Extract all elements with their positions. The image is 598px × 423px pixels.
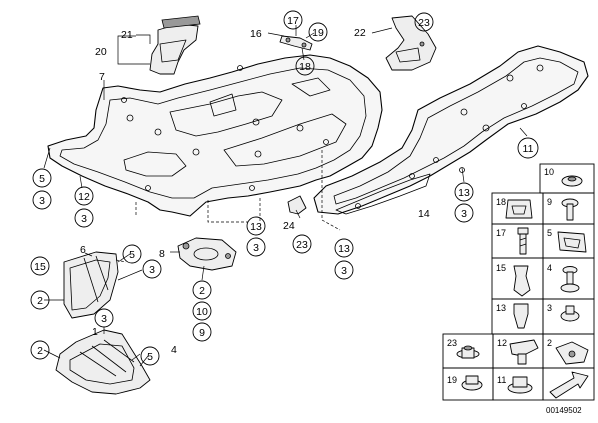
callout-3-under-12: 3 <box>81 213 87 225</box>
arrow-icon <box>549 371 589 399</box>
callout-8: 8 <box>159 248 165 260</box>
callout-13-c: 13 <box>458 187 470 199</box>
underbody-panel-front <box>47 54 383 217</box>
callout-13-b: 13 <box>338 243 350 255</box>
round-bracket-part-8 <box>177 237 237 271</box>
washer-nut-icon <box>561 175 583 187</box>
air-duct-part <box>149 15 201 75</box>
side-duct-part <box>63 251 119 319</box>
reference-number: 00149502 <box>546 406 582 415</box>
callout-5-left: 5 <box>39 173 45 185</box>
legend-9: 9 <box>547 197 552 207</box>
callout-18: 18 <box>299 61 311 73</box>
legend-23: 23 <box>447 338 457 348</box>
callout-6: 6 <box>80 244 86 256</box>
callout-7: 7 <box>99 71 105 83</box>
callout-23-top: 23 <box>418 17 430 29</box>
legend-19: 19 <box>447 375 457 385</box>
callout-4: 4 <box>171 344 177 356</box>
front-shield-part <box>55 329 151 395</box>
hex-nut-washer-icon <box>461 375 483 391</box>
callout-12: 12 <box>78 191 90 203</box>
plastic-nut-icon <box>513 303 529 329</box>
callout-3-b: 3 <box>341 265 347 277</box>
callout-1: 1 <box>92 326 98 338</box>
screw-washer-icon <box>561 198 579 221</box>
callout-14: 14 <box>418 208 430 220</box>
legend-12: 12 <box>497 338 507 348</box>
callout-3-c: 3 <box>461 208 467 220</box>
callout-10: 10 <box>196 306 208 318</box>
fastener-legend: 10 18 9 17 5 15 4 13 3 23 12 2 19 11 <box>442 163 595 401</box>
tapping-screw-icon <box>560 305 580 322</box>
callout-3-left: 3 <box>39 195 45 207</box>
callout-3-mid: 3 <box>149 264 155 276</box>
expanding-rivet-icon <box>513 265 531 297</box>
legend-13: 13 <box>496 303 506 313</box>
callout-11: 11 <box>523 143 534 155</box>
callout-13-a: 13 <box>250 221 262 233</box>
callout-2-left: 2 <box>37 295 43 307</box>
push-rivet-icon <box>456 345 480 359</box>
callout-19: 19 <box>312 27 324 39</box>
legend-18: 18 <box>496 197 506 207</box>
callout-20: 20 <box>95 46 107 58</box>
callout-23-mid: 23 <box>296 239 308 251</box>
underbody-panel-rear <box>313 45 589 215</box>
callout-15: 15 <box>34 261 46 273</box>
callout-22: 22 <box>354 27 366 39</box>
legend-2: 2 <box>547 338 552 348</box>
legend-10: 10 <box>544 167 554 177</box>
callout-21: 21 <box>121 29 133 41</box>
callout-2-mid: 2 <box>199 285 205 297</box>
callout-9: 9 <box>199 327 205 339</box>
callout-5-mid: 5 <box>129 249 135 261</box>
callout-3-front: 3 <box>101 313 107 325</box>
callout-17: 17 <box>287 15 299 27</box>
legend-4: 4 <box>547 263 552 273</box>
callout-5-front: 5 <box>147 351 153 363</box>
legend-15: 15 <box>496 263 506 273</box>
spring-clip-icon <box>505 199 533 219</box>
bolt-icon <box>517 227 529 255</box>
clip-nut-icon <box>557 231 587 253</box>
small-bracket-part <box>279 35 313 51</box>
cap-clip-icon <box>509 339 539 365</box>
legend-17: 17 <box>496 228 506 238</box>
callout-24: 24 <box>283 220 295 232</box>
legend-5: 5 <box>547 228 552 238</box>
callouts: 21 20 16 17 19 18 22 23 7 11 5 3 12 3 24… <box>30 10 539 366</box>
callout-16: 16 <box>250 28 262 40</box>
legend-3: 3 <box>547 303 552 313</box>
screw-with-washer-icon <box>560 266 580 293</box>
callout-2-front: 2 <box>37 345 43 357</box>
legend-11: 11 <box>497 375 506 385</box>
clip-part-24 <box>287 195 307 215</box>
u-clip-icon <box>555 341 589 365</box>
flange-nut-icon <box>507 376 533 394</box>
callout-3-a: 3 <box>253 242 259 254</box>
